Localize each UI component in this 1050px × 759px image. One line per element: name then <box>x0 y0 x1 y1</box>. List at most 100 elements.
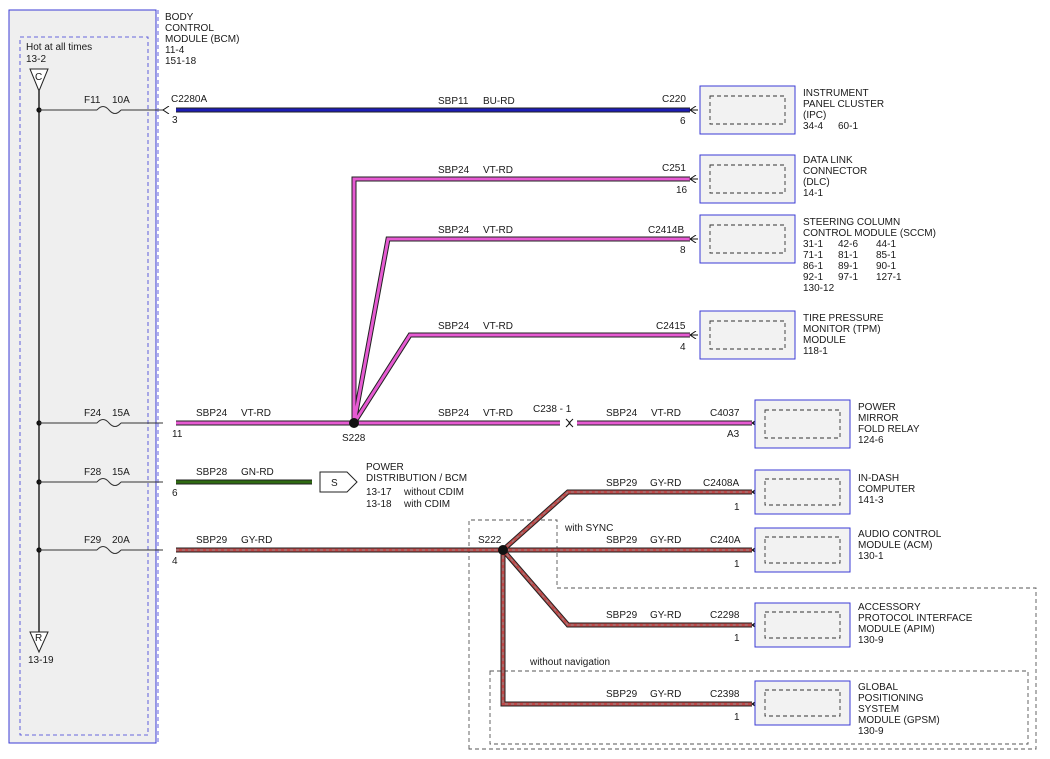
without-nav-region <box>489 670 1029 745</box>
sbp24-label-bcm: SBP24 <box>196 408 228 419</box>
component-ipc[interactable] <box>699 85 796 135</box>
sbp24-label-tpm: SBP24 <box>438 321 470 332</box>
c2398-pin: 1 <box>734 712 740 723</box>
power-distribution-symbol[interactable]: S <box>319 471 358 493</box>
mirror-label: POWER MIRROR FOLD RELAY 124-6 <box>858 402 922 446</box>
sbp29-label-apim: SBP29 <box>606 610 638 621</box>
wire-sbp29[interactable] <box>176 489 752 707</box>
svg-text:C: C <box>35 72 42 83</box>
fuse-f28-label: F28 <box>84 467 102 478</box>
power-dist-ref1-note: without CDIM <box>403 487 464 498</box>
c238-label: C238 - 1 <box>533 404 572 415</box>
sccm-refs-col2: 42-6 81-1 89-1 97-1 <box>838 239 861 283</box>
connector-r-triangle[interactable]: R <box>29 631 49 654</box>
bcm-title: BODY CONTROL MODULE (BCM) 11-4 151-18 <box>165 12 242 67</box>
fuse-f24-rating: 15A <box>112 408 130 419</box>
component-mirror-fold-relay[interactable] <box>754 399 851 449</box>
sbp24-label-c238: SBP24 <box>438 408 470 419</box>
c4037-pin: A3 <box>727 429 740 440</box>
sbp29-label-gpsm: SBP29 <box>606 689 638 700</box>
splice-s228-label: S228 <box>342 433 366 444</box>
with-sync-label: with SYNC <box>564 523 613 534</box>
indash-label: IN-DASH COMPUTER 141-3 <box>858 473 918 506</box>
splice-s222-label: S222 <box>478 535 502 546</box>
c2298-label: C2298 <box>710 610 740 621</box>
sbp24-color-tpm: VT-RD <box>483 321 513 332</box>
fuse-f29[interactable] <box>39 546 163 554</box>
sbp28-color: GN-RD <box>241 467 274 478</box>
c2415-pin: 4 <box>680 342 686 353</box>
c2280a-pin: 3 <box>172 115 178 126</box>
c2415-label: C2415 <box>656 321 686 332</box>
ipc-ref-1: 34-4 <box>803 121 823 132</box>
bcm-f24-pin: 11 <box>172 429 183 440</box>
fuse-f11[interactable] <box>39 107 163 114</box>
c2398-label: C2398 <box>710 689 740 700</box>
sccm-refs-col1: 31-1 71-1 86-1 92-1 130-12 <box>803 239 835 294</box>
c2414b-label: C2414B <box>648 225 684 236</box>
splice-s222[interactable] <box>498 545 508 555</box>
without-nav-label: without navigation <box>529 657 610 668</box>
sbp28-label: SBP28 <box>196 467 228 478</box>
svg-text:S: S <box>331 478 338 489</box>
sbp24-color-c238: VT-RD <box>483 408 513 419</box>
sbp24-color-bcm: VT-RD <box>241 408 271 419</box>
c2280a-label: C2280A <box>171 94 207 105</box>
sbp29-label-indash: SBP29 <box>606 478 638 489</box>
bcm-module[interactable] <box>8 9 159 744</box>
power-dist-ref1: 13-17 <box>366 487 392 498</box>
c2408a-pin: 1 <box>734 502 740 513</box>
apim-label: ACCESSORY PROTOCOL INTERFACE MODULE (API… <box>858 602 975 646</box>
sbp11-label: SBP11 <box>438 96 469 107</box>
sbp24-label-mirror: SBP24 <box>606 408 638 419</box>
acm-label: AUDIO CONTROL MODULE (ACM) 130-1 <box>858 529 944 562</box>
component-apim[interactable] <box>754 602 851 648</box>
c251-pin: 16 <box>676 185 688 196</box>
c4037-label: C4037 <box>710 408 740 419</box>
c2414b-pin: 8 <box>680 245 686 256</box>
wire-sbp24[interactable] <box>176 176 752 426</box>
component-in-dash-computer[interactable] <box>754 469 851 515</box>
sbp29-color-apim: GY-RD <box>650 610 681 621</box>
sbp11-color: BU-RD <box>483 96 515 107</box>
component-sccm[interactable] <box>699 214 796 264</box>
svg-text:R: R <box>35 633 42 644</box>
sbp29-label-acm: SBP29 <box>606 535 638 546</box>
c251-label: C251 <box>662 163 686 174</box>
sbp29-color-gpsm: GY-RD <box>650 689 681 700</box>
c240a-pin: 1 <box>734 559 740 570</box>
hot-at-all-times-label: Hot at all times <box>26 42 92 53</box>
connector-c-triangle[interactable]: C <box>29 68 49 93</box>
component-gpsm[interactable] <box>754 680 851 726</box>
component-tpm[interactable] <box>699 310 796 360</box>
c220-label: C220 <box>662 94 686 105</box>
sccm-label: STEERING COLUMN CONTROL MODULE (SCCM) <box>803 217 936 239</box>
fuse-f29-label: F29 <box>84 535 102 546</box>
c220-pin: 6 <box>680 116 686 127</box>
sbp29-color-bcm: GY-RD <box>241 535 272 546</box>
inline-connector-c238[interactable] <box>565 418 574 428</box>
fuse-f11-rating: 10A <box>112 95 130 106</box>
component-dlc[interactable] <box>699 154 796 204</box>
sbp29-color-acm: GY-RD <box>650 535 681 546</box>
c2408a-label: C2408A <box>703 478 739 489</box>
fuse-f24-label: F24 <box>84 408 102 419</box>
fuse-f28[interactable] <box>39 478 163 486</box>
fuse-f24[interactable] <box>39 419 163 427</box>
fuse-f29-rating: 20A <box>112 535 130 546</box>
bottom-page-ref: 13-19 <box>28 655 54 666</box>
sbp29-label-bcm: SBP29 <box>196 535 228 546</box>
sbp24-label-dlc: SBP24 <box>438 165 470 176</box>
power-dist-ref2: 13-18 <box>366 499 392 510</box>
splice-s228[interactable] <box>349 418 359 428</box>
component-acm[interactable] <box>754 527 851 573</box>
top-page-ref: 13-2 <box>26 54 46 65</box>
ipc-label: INSTRUMENT PANEL CLUSTER (IPC) <box>803 88 887 121</box>
c2298-pin: 1 <box>734 633 740 644</box>
ipc-ref-2: 60-1 <box>838 121 858 132</box>
fuse-f11-label: F11 <box>84 95 101 106</box>
sbp24-label-sccm: SBP24 <box>438 225 470 236</box>
with-sync-region <box>468 519 1037 750</box>
c240a-label: C240A <box>710 535 741 546</box>
